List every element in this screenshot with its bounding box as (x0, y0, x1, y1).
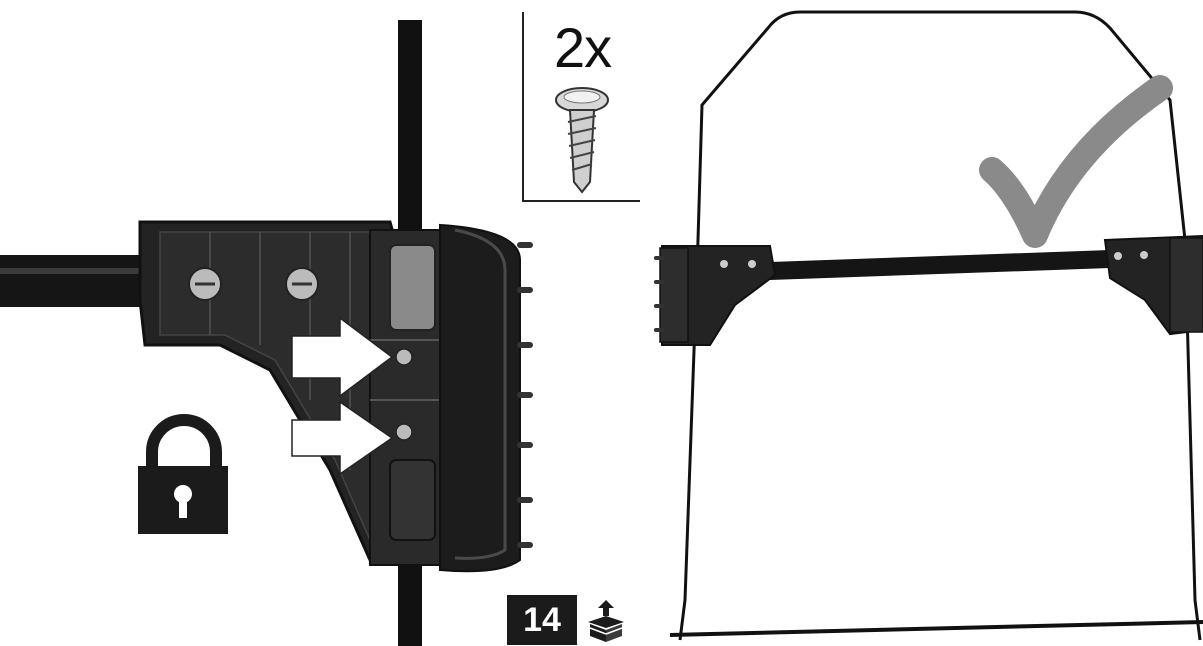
clamp-screw (395, 423, 413, 441)
left-bracket (654, 245, 777, 346)
quantity-label: 2x (554, 16, 612, 79)
seat-outline (800, 10, 1202, 641)
clamp-jaw (439, 223, 521, 573)
step-number: 14 (507, 595, 577, 645)
floor-line (669, 620, 1203, 637)
arrow-icon (291, 400, 394, 476)
open-box-icon (577, 595, 635, 645)
closeup-panel: 2x 14 (0, 12, 640, 646)
overview-panel (640, 0, 1203, 646)
screw-quantity-box: 2x (522, 12, 640, 202)
seat-back-overview-illustration (654, 10, 1203, 641)
padlock-icon (138, 414, 228, 534)
screw-icon (555, 87, 609, 194)
arrow-icon (291, 316, 394, 398)
checkmark-icon (979, 75, 1173, 248)
crossbar-rod (770, 250, 1110, 280)
clamp-screw (395, 348, 413, 366)
rod-screw (285, 267, 319, 301)
right-bracket (1103, 234, 1203, 336)
rod-screw (188, 267, 222, 301)
step-badge: 14 (507, 594, 639, 646)
clamp-closeup-illustration (0, 20, 533, 646)
